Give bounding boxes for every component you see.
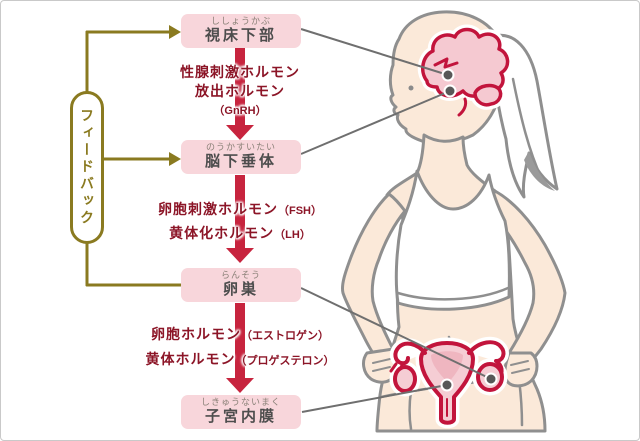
hormone-abbrev: （LH）: [274, 229, 311, 241]
hypothalamus-pointer-dot: [441, 68, 455, 82]
node-furigana: ししょうかぶ: [210, 16, 271, 26]
node-label: 脳下垂体: [204, 153, 277, 170]
node-label: 子宮内膜: [204, 408, 277, 425]
hormone-abbrev: （エストロゲン）: [241, 330, 329, 342]
pituitary-pointer-dot: [443, 84, 457, 98]
right-hand: [503, 351, 539, 388]
hormone-text: 放出ホルモン: [195, 83, 285, 99]
node-furigana: しきゅうないまく: [200, 397, 281, 407]
hormone-gnrh-abbrev: （GnRH）: [90, 101, 390, 119]
hormone-gnrh-line1: 性腺刺激ホルモン: [90, 62, 390, 82]
hormone-text: 黄体ホルモン: [145, 351, 236, 367]
connector-lines: [300, 28, 492, 413]
node-endometrium: しきゅうないまく 子宮内膜: [181, 395, 301, 429]
node-furigana: のうかすいたい: [205, 142, 276, 152]
node-furigana: らんそう: [220, 270, 261, 280]
hormone-text: 黄体化ホルモン: [169, 225, 275, 241]
hormone-text: 卵胞刺激ホルモン: [158, 201, 278, 217]
hormone-fsh: 卵胞刺激ホルモン（FSH）: [90, 199, 390, 219]
hormone-progesterone: 黄体ホルモン（プロゲステロン）: [90, 349, 390, 369]
bra-band: [396, 286, 510, 301]
node-ovary: らんそう 卵巣: [181, 268, 301, 302]
hormone-abbrev: （GnRH）: [213, 105, 267, 117]
hormone-estrogen: 卵胞ホルモン（エストロゲン）: [90, 324, 390, 344]
hormone-lh: 黄体化ホルモン（LH）: [90, 223, 390, 243]
hormone-text: 卵胞ホルモン: [151, 326, 241, 342]
node-pituitary: のうかすいたい 脳下垂体: [181, 140, 301, 174]
hormone-abbrev: （FSH）: [278, 205, 322, 217]
hormone-abbrev: （プロゲステロン）: [235, 355, 335, 367]
left-hand-fingers: [372, 358, 391, 372]
hip-crease-left: [408, 389, 413, 431]
ponytail-tip: [524, 151, 555, 191]
down-arrow-icon: [226, 48, 254, 393]
sports-bra: [394, 169, 511, 311]
node-hypothalamus: ししょうかぶ 視床下部: [181, 14, 301, 48]
hormone-gnrh-line2: 放出ホルモン: [90, 81, 390, 101]
node-label: 卵巣: [222, 281, 259, 298]
ponytail-strand: [511, 77, 543, 179]
eye-dot: [408, 85, 414, 91]
uterus-pointer-dot: [440, 378, 454, 392]
right-hand-fingers: [510, 360, 530, 374]
feedback-label: フィードバック: [70, 91, 104, 244]
pointer-dots: [440, 68, 498, 392]
ovary-pointer-dot: [484, 372, 498, 386]
node-label: 視床下部: [204, 27, 277, 44]
brain-gyri: [433, 57, 459, 69]
hormone-text: 性腺刺激ホルモン: [180, 64, 300, 80]
